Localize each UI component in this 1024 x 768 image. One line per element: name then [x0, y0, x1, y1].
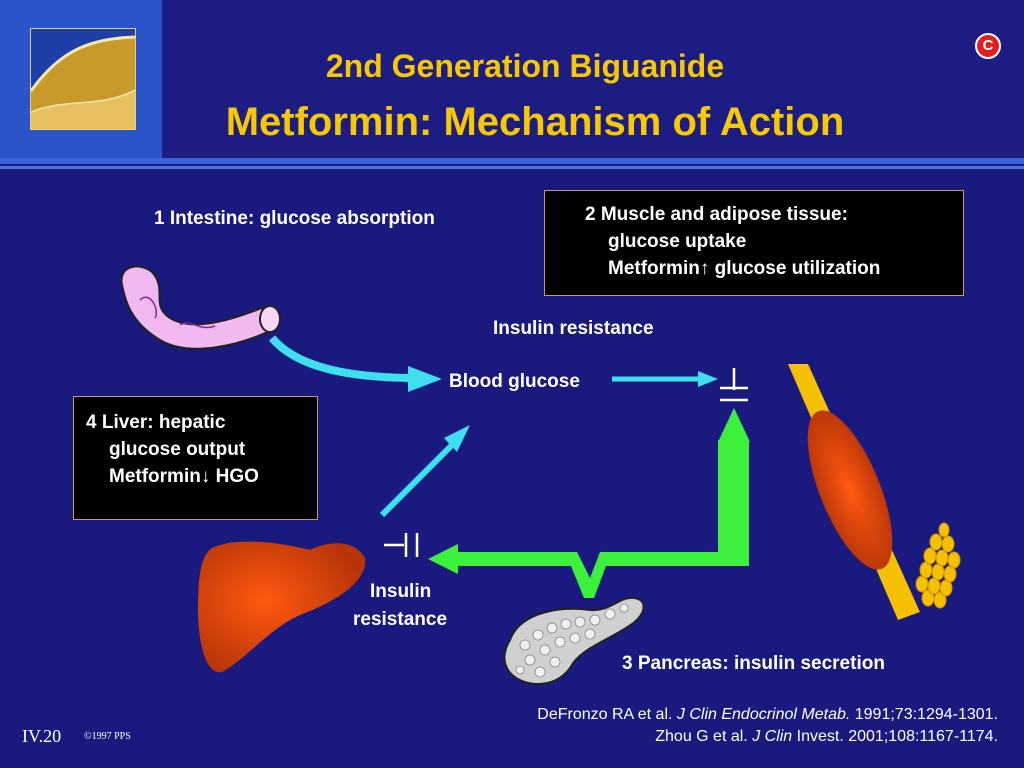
copyright-notice: ©1997 PPS	[84, 731, 131, 742]
absorption-arrow	[268, 335, 411, 382]
slide-number: IV.20	[22, 726, 62, 746]
reference-1: DeFronzo RA et al. J Clin Endocrinol Met…	[537, 704, 998, 726]
logo-panel	[0, 0, 162, 158]
logo	[30, 28, 136, 130]
liver-insulin-resistance-line2: resistance	[353, 609, 448, 630]
ref2-journal: J Clin	[752, 728, 793, 745]
down-arrow-icon: ↓	[200, 466, 211, 487]
intestine-label: 1 Intestine: glucose absorption	[154, 208, 435, 229]
header-rule	[0, 158, 1024, 164]
muscle-box-line2: glucose uptake	[608, 231, 747, 252]
references: DeFronzo RA et al. J Clin Endocrinol Met…	[537, 704, 998, 748]
up-arrow-icon: ↑	[699, 258, 710, 279]
liver-resistance-bar	[384, 533, 419, 557]
ref2-authors: Zhou G et al.	[655, 728, 753, 745]
liver-box-line3: Metformin↓ HGO	[86, 463, 305, 490]
insulin-secretion-arrows	[428, 408, 750, 598]
slide-subtitle: 2nd Generation Biguanide	[325, 48, 725, 84]
muscle-box-effect: glucose utilization	[709, 258, 881, 279]
blood-glucose-label: Blood glucose	[449, 371, 580, 392]
muscle-box-line3: Metformin↑ glucose utilization	[557, 255, 951, 282]
liver-insulin-resistance-line1: Insulin	[370, 581, 432, 602]
ref2-citation: Invest. 2001;108:1167-1174.	[792, 728, 998, 745]
insulin-resistance-label: Insulin resistance	[493, 318, 654, 339]
hepatic-output-arrow	[379, 442, 455, 518]
intestine-illustration	[120, 265, 281, 350]
liver-box-line1: 4 Liver: hepatic	[86, 412, 226, 433]
liver-box-effect: HGO	[210, 466, 259, 487]
adipose-illustration	[915, 522, 961, 609]
liver-box: 4 Liver: hepatic glucose output Metformi…	[73, 396, 318, 520]
liver-box-line2: glucose output	[109, 439, 246, 460]
liver-illustration	[198, 541, 366, 673]
muscle-box-line1: 2 Muscle and adipose tissue:	[585, 204, 848, 225]
header-band	[0, 0, 1024, 158]
muscle-box-drug: Metformin	[608, 258, 700, 279]
pancreas-label: 3 Pancreas: insulin secretion	[622, 653, 885, 674]
muscle-adipose-box: 2 Muscle and adipose tissue: glucose upt…	[544, 190, 964, 296]
category-badge: C	[975, 33, 1001, 59]
slide-title: Metformin: Mechanism of Action	[225, 100, 845, 144]
muscle-resistance-bar	[720, 368, 748, 402]
reference-2: Zhou G et al. J Clin Invest. 2001;108:11…	[537, 726, 998, 748]
ref1-authors: DeFronzo RA et al.	[537, 706, 677, 723]
liver-box-drug: Metformin	[109, 466, 201, 487]
pancreas-illustration	[503, 596, 645, 685]
ref1-journal: J Clin Endocrinol Metab.	[676, 706, 851, 723]
muscle-illustration	[788, 364, 920, 620]
ref1-citation: 1991;73:1294-1301.	[850, 706, 998, 723]
header-rule-thin	[0, 166, 1024, 169]
